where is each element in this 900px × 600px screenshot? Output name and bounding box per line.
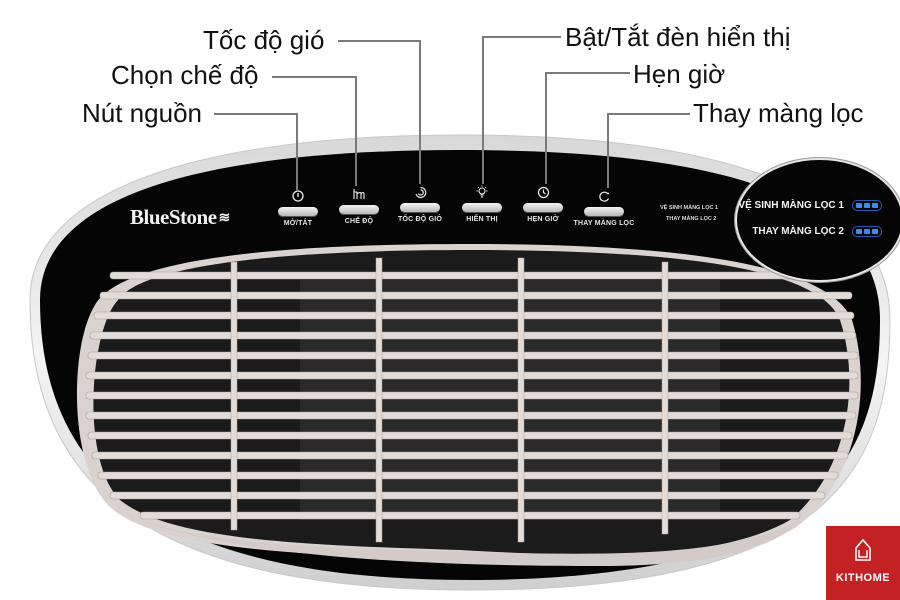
- leader-line: [608, 113, 690, 115]
- power-button[interactable]: [278, 207, 318, 216]
- kithome-watermark: KITHOME: [826, 526, 900, 600]
- leader-line: [214, 113, 298, 115]
- leader-line: [338, 40, 420, 42]
- house-logo-icon: [855, 538, 871, 561]
- magnified-replace-filter-label: THAY MÀNG LỌC 2: [752, 226, 844, 237]
- timer-label: HẸN GIỜ: [527, 216, 559, 223]
- magnified-indicator-row: VỆ SINH MÀNG LỌC 1: [738, 200, 882, 211]
- callout-mode: Chọn chế độ: [111, 60, 259, 90]
- mode-button[interactable]: [339, 205, 379, 214]
- callout-timer: Hẹn giờ: [633, 59, 726, 89]
- timer-button[interactable]: [523, 203, 563, 212]
- filter-clean-indicator-label: VỆ SINH MÀNG LỌC 1: [660, 205, 719, 211]
- display-label: HIỂN THỊ: [466, 216, 498, 223]
- leader-line: [355, 76, 357, 186]
- display-control[interactable]: HIỂN THỊ: [451, 184, 513, 223]
- leader-line: [545, 72, 547, 184]
- watermark-label: KITHOME: [835, 572, 891, 584]
- clock-icon: [512, 184, 574, 200]
- leader-line: [419, 40, 421, 184]
- replace-filter-led-icon: [852, 226, 882, 237]
- filter-button[interactable]: [584, 207, 624, 216]
- clean-filter-led-icon: [852, 200, 882, 211]
- light-bulb-icon: [451, 184, 513, 200]
- mode-label: CHẾ ĐỘ: [344, 218, 374, 225]
- fan-speed-control[interactable]: TỐC ĐỘ GIÓ: [389, 184, 451, 223]
- mode-control[interactable]: CHẾ ĐỘ: [328, 186, 390, 225]
- indicator-magnifier-inset: VỆ SINH MÀNG LỌC 1 THAY MÀNG LỌC 2: [735, 158, 900, 282]
- leader-line: [482, 36, 484, 184]
- leader-line: [546, 72, 630, 74]
- magnified-clean-filter-label: VỆ SINH MÀNG LỌC 1: [738, 200, 844, 211]
- fan-speed-button[interactable]: [400, 203, 440, 212]
- brand-logo: BlueStone≋: [130, 205, 230, 230]
- display-button[interactable]: [462, 203, 502, 212]
- callout-filter: Thay màng lọc: [693, 98, 864, 128]
- power-icon: [267, 188, 329, 204]
- magnified-indicator-row: THAY MÀNG LỌC 2: [752, 226, 882, 237]
- power-control[interactable]: MỞ/TẮT: [267, 188, 329, 227]
- leader-line: [272, 76, 356, 78]
- brand-name: BlueStone: [130, 205, 217, 229]
- refresh-icon: [573, 188, 635, 204]
- fan-swirl-icon: [389, 184, 451, 200]
- leader-line: [483, 36, 561, 38]
- callout-fan-speed: Tốc độ gió: [203, 25, 325, 55]
- filter-label: THAY MÀNG LỌC: [573, 220, 635, 227]
- power-label: MỞ/TẮT: [283, 220, 313, 227]
- fan-speed-label: TỐC ĐỘ GIÓ: [398, 216, 442, 223]
- leader-line: [607, 113, 609, 188]
- filter-control[interactable]: THAY MÀNG LỌC: [573, 188, 635, 227]
- brand-wave-icon: ≋: [218, 211, 231, 226]
- leader-line: [296, 113, 298, 191]
- hand-icon: [328, 186, 390, 202]
- filter-replace-indicator-label: THAY MÀNG LỌC 2: [666, 216, 717, 222]
- timer-control[interactable]: HẸN GIỜ: [512, 184, 574, 223]
- callout-display: Bật/Tắt đèn hiển thị: [565, 22, 791, 52]
- callout-power: Nút nguồn: [82, 98, 202, 128]
